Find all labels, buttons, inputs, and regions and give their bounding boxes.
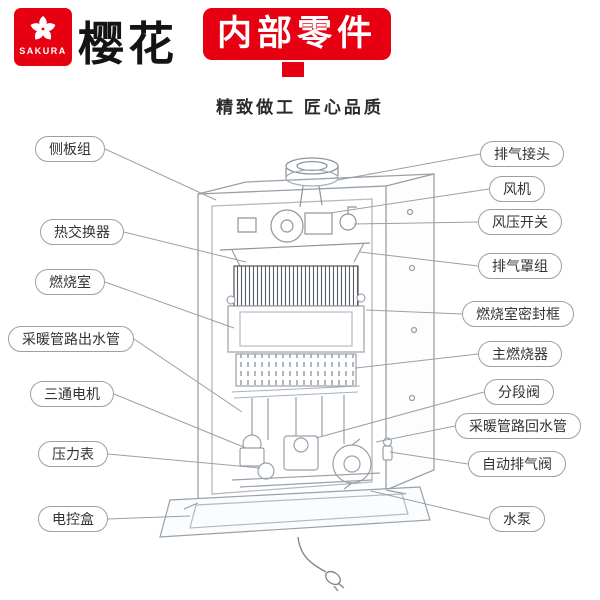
exhaust-hood <box>231 242 365 267</box>
logo-text: SAKURA <box>19 46 67 56</box>
exhaust-hood-label: 排气罩组 <box>478 253 562 279</box>
hydraulic-assembly <box>231 395 393 490</box>
heating-outlet-pipe-label: 采暖管路出水管 <box>8 326 134 352</box>
fan-assembly <box>219 185 371 251</box>
fan-label: 风机 <box>489 176 545 202</box>
combustion-chamber-label: 燃烧室 <box>35 269 105 295</box>
brand-name: 樱花 <box>78 18 178 70</box>
air-pressure-switch-label: 风压开关 <box>478 209 562 235</box>
main-burner-label: 主燃烧器 <box>478 341 562 367</box>
pressure-gauge-label: 压力表 <box>38 441 108 467</box>
heat-exchanger-label: 热交换器 <box>40 219 124 245</box>
main-burner <box>231 353 361 399</box>
page-title: 内部零件 <box>203 8 391 60</box>
power-cord <box>297 536 345 592</box>
exhaust-connector-label: 排气接头 <box>480 141 564 167</box>
leader-lines <box>104 148 490 520</box>
combustion-chamber <box>227 305 365 353</box>
water-pump-label: 水泵 <box>489 506 545 532</box>
page-subtitle: 精致做工 匠心品质 <box>216 98 384 117</box>
sakura-logo: SAKURA <box>14 8 72 66</box>
sakura-flower-icon <box>30 16 56 40</box>
control-box-door <box>159 486 431 538</box>
heating-return-pipe-label: 采暖管路回水管 <box>455 413 581 439</box>
side-panel-label: 侧板组 <box>35 136 105 162</box>
three-way-motor-label: 三通电机 <box>30 381 114 407</box>
auto-air-vent-label: 自动排气阀 <box>468 451 566 477</box>
control-box-label: 电控盒 <box>38 506 108 532</box>
combustion-seal-frame-label: 燃烧室密封框 <box>462 301 574 327</box>
title-tab-decoration <box>282 62 304 77</box>
heat-exchanger <box>226 265 366 307</box>
segment-valve-label: 分段阀 <box>484 379 554 405</box>
